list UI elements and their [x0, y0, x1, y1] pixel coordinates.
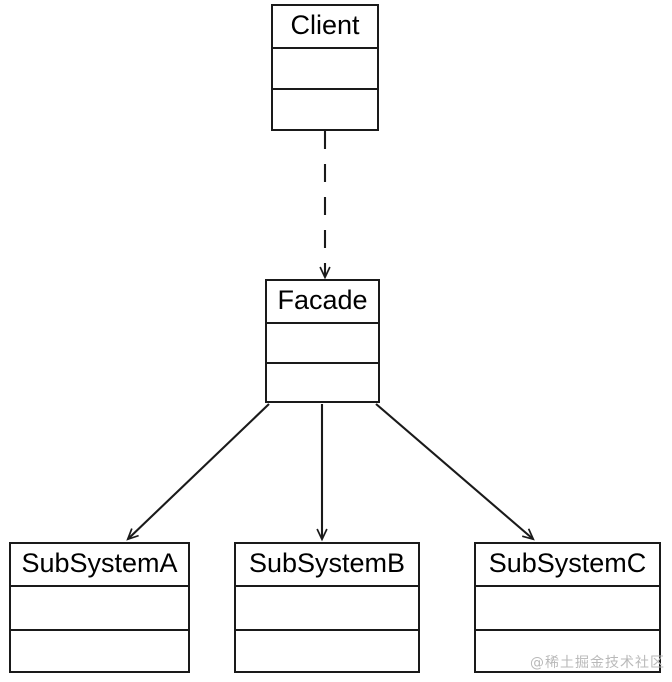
watermark-text: @稀土掘金技术社区	[530, 655, 665, 671]
uml-attributes-compartment-facade	[267, 324, 378, 364]
uml-operations-compartment-subsystem-a	[11, 631, 188, 671]
uml-class-facade[interactable]: Facade	[265, 279, 380, 403]
uml-class-name-facade: Facade	[267, 281, 378, 324]
edge-facade-to-subsystem-a	[128, 403, 270, 539]
uml-operations-compartment-client	[273, 90, 377, 129]
uml-class-subsystem-b[interactable]: SubSystemB	[234, 542, 420, 673]
uml-operations-compartment-facade	[267, 364, 378, 401]
uml-class-client[interactable]: Client	[271, 4, 379, 131]
uml-operations-compartment-subsystem-b	[236, 631, 418, 671]
uml-class-subsystem-a[interactable]: SubSystemA	[9, 542, 190, 673]
uml-class-name-client: Client	[273, 6, 377, 49]
uml-class-name-subsystem-a: SubSystemA	[11, 544, 188, 587]
uml-class-name-subsystem-c: SubSystemC	[476, 544, 659, 587]
uml-class-subsystem-c[interactable]: SubSystemC	[474, 542, 661, 673]
uml-attributes-compartment-subsystem-b	[236, 587, 418, 631]
edge-facade-to-subsystem-c	[375, 403, 533, 539]
uml-attributes-compartment-subsystem-a	[11, 587, 188, 631]
uml-class-name-subsystem-b: SubSystemB	[236, 544, 418, 587]
uml-attributes-compartment-subsystem-c	[476, 587, 659, 631]
uml-attributes-compartment-client	[273, 49, 377, 90]
